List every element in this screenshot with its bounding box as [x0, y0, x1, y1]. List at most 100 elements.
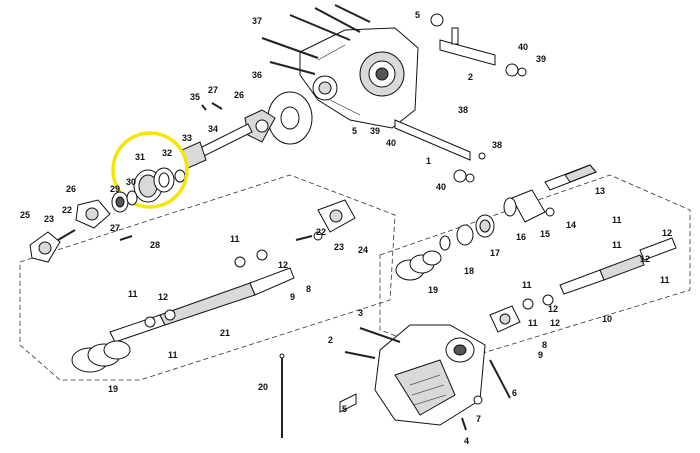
label-2: 2	[328, 335, 333, 345]
label-23: 23	[44, 214, 54, 224]
label-11-r1: 11	[612, 215, 622, 225]
bolt-2	[344, 351, 376, 359]
output-shaft-13	[544, 164, 597, 191]
rod-20-end	[279, 353, 285, 359]
label-12-f1: 12	[278, 260, 288, 270]
label-21: 21	[220, 328, 230, 338]
rear-shaft-group-outline	[379, 174, 691, 361]
label-35: 35	[190, 92, 200, 102]
bearings-17-18	[439, 214, 495, 251]
label-17: 17	[490, 248, 500, 258]
label-26: 26	[234, 90, 244, 100]
label-11-f1: 11	[230, 234, 240, 244]
label-9-r: 9	[538, 350, 543, 360]
label-27: 27	[208, 85, 218, 95]
label-6: 6	[512, 388, 517, 398]
label-12-r1: 12	[662, 228, 672, 238]
label-39-top: 39	[536, 54, 546, 64]
label-16: 16	[516, 232, 526, 242]
label-18: 18	[464, 266, 474, 276]
label-39-mid: 39	[370, 126, 380, 136]
label-12-r3: 12	[548, 304, 558, 314]
label-5-top: 5	[415, 10, 420, 20]
label-11-f2: 11	[128, 289, 138, 299]
front-gearcase-housing	[299, 27, 419, 129]
label-40-low: 40	[436, 182, 446, 192]
label-40-mid: 40	[386, 138, 396, 148]
label-4: 4	[464, 436, 469, 446]
label-32: 32	[162, 148, 172, 158]
label-26-front: 26	[66, 184, 76, 194]
label-34: 34	[208, 124, 218, 134]
bolt-35	[201, 104, 207, 111]
label-27-front: 27	[110, 223, 120, 233]
flange-rear	[489, 305, 521, 333]
housing-bolts	[261, 4, 371, 75]
label-38-mid: 38	[492, 140, 502, 150]
yoke-25	[29, 229, 76, 263]
rear-gearcase	[374, 324, 486, 426]
label-23-mid: 23	[334, 242, 344, 252]
label-22: 22	[62, 205, 72, 215]
label-20: 20	[258, 382, 268, 392]
callout-labels: 37 35 27 36 26 34 33 32 31 30 29 26 22 2…	[20, 10, 672, 446]
bolt-7	[473, 395, 483, 405]
label-2-top: 2	[468, 72, 473, 82]
label-36: 36	[252, 70, 262, 80]
label-11-r3: 11	[660, 275, 670, 285]
label-8-f: 8	[306, 284, 311, 294]
label-19-right: 19	[428, 285, 438, 295]
bearing-31-32	[133, 167, 186, 203]
tag-5	[339, 393, 357, 413]
shaft-6	[489, 359, 511, 399]
boot-19	[71, 340, 131, 373]
housing-16	[503, 189, 546, 223]
flange-24	[295, 199, 356, 241]
label-15: 15	[540, 229, 550, 239]
label-25: 25	[20, 210, 30, 220]
label-14: 14	[566, 220, 576, 230]
label-8-r: 8	[542, 340, 547, 350]
bolt-14	[545, 207, 555, 217]
label-33: 33	[182, 133, 192, 143]
boot-19-right	[395, 250, 442, 281]
crossover-shaft	[394, 119, 486, 183]
label-31: 31	[135, 152, 145, 162]
label-12-r2: 12	[640, 254, 650, 264]
label-19-front: 19	[108, 384, 118, 394]
label-37: 37	[252, 16, 262, 26]
label-12-f2: 12	[158, 292, 168, 302]
label-29: 29	[110, 184, 120, 194]
label-9-f: 9	[290, 292, 295, 302]
label-40-top: 40	[518, 42, 528, 52]
label-24: 24	[358, 245, 368, 255]
label-7: 7	[476, 414, 481, 424]
label-3: 3	[358, 308, 363, 318]
upper-shaft-assembly	[430, 13, 527, 77]
front-flange	[75, 199, 111, 229]
seal-and-bearing	[111, 190, 138, 213]
label-11-f3: 11	[168, 350, 178, 360]
front-propshaft	[109, 249, 295, 343]
label-38-top: 38	[458, 105, 468, 115]
label-11-r5: 11	[528, 318, 538, 328]
front-shaft-group-outline	[19, 174, 396, 381]
highlight-circle	[111, 131, 189, 209]
label-1: 1	[426, 156, 431, 166]
label-22-mid: 22	[316, 227, 326, 237]
label-30: 30	[126, 177, 136, 187]
brake-disc-assembly	[181, 91, 313, 169]
bolt-4	[461, 417, 467, 431]
label-5-bottom: 5	[342, 404, 347, 414]
label-11-r2: 11	[612, 240, 622, 250]
label-10: 10	[602, 314, 612, 324]
rear-propshaft	[522, 237, 677, 310]
label-11-r4: 11	[522, 280, 532, 290]
label-5-mid: 5	[352, 126, 357, 136]
label-12-r4: 12	[550, 318, 560, 328]
label-13: 13	[595, 186, 605, 196]
bolt-27	[211, 102, 223, 110]
bolt-28	[119, 235, 133, 241]
label-28: 28	[150, 240, 160, 250]
